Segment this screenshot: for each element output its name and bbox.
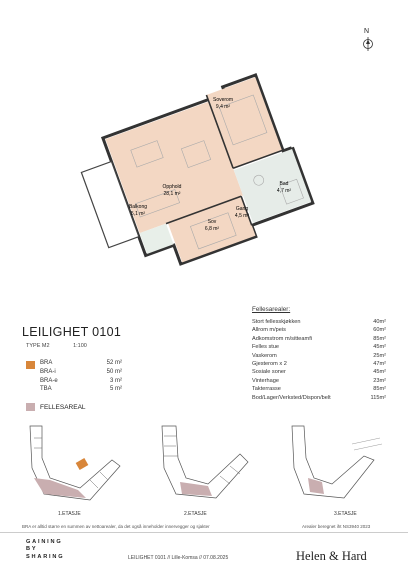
floor-label-3: 3.ETASJE [334,511,357,517]
area-name: Stort fellesskjøkken [252,319,301,325]
area-name: Vaskerom [252,352,277,359]
area-name: Sosiale soner [252,369,286,376]
area-value: 45m² [373,369,386,376]
area-value: 115m² [370,394,386,401]
legend-value: 52 m² [106,360,122,366]
legend-label: BRA [40,360,53,366]
room-label-opphold: Opphold [163,184,182,190]
list-item: Vinterhage 23m² [252,378,386,386]
room-label-soverom: Soverom [213,97,233,103]
fellesareal-label: FELLESAREAL [40,404,86,411]
architect-logo: Helen & Hard [296,549,367,563]
list-item: Bod/Lager/Verksted/Dispon/belt 115m² [252,395,386,403]
legend-label: BRA-e [40,377,58,384]
key-plan-floor-1 [29,425,121,501]
legend-row-bra: BRA 52 m² [26,360,122,369]
fellesareal-zone [308,478,324,494]
type-row: TYPE M2 1:100 [26,343,109,349]
room-area-opphold: 28,1 m² [164,191,181,197]
legend-row-bra-i: BRA-i 50 m² [26,369,122,378]
list-item: Gjesterom x 2 47m² [252,361,386,369]
area-name: Takterrasse [252,386,281,393]
legend-label: BRA-i [40,368,56,375]
footer-divider [0,532,408,533]
list-item: Takterrasse 85m² [252,386,386,394]
list-item: Adkomstrom m/sitteamfi 85m² [252,336,386,344]
list-item: Stort fellesskjøkken 40m² [252,319,386,327]
scale-label: 1:100 [73,343,87,349]
area-value: 40m² [373,319,386,325]
key-plan-floor-3 [291,425,383,499]
list-item: Felles stue 45m² [252,344,386,352]
area-name: Vinterhage [252,377,279,384]
apartment-title: LEILIGHET 0101 [22,325,122,339]
key-plan-floor-2 [161,425,249,499]
room-area-soverom: 9,4 m² [216,104,231,110]
room-label-sov: Sov [208,219,217,225]
area-name: Bod/Lager/Verksted/Dispon/belt [252,394,331,401]
room-area-balkong: 5,1 m² [131,211,146,217]
legend-value: 5 m² [110,386,122,393]
footer-info: LEILIGHET 0101 // Lille-Komsa // 07.08.2… [128,555,229,561]
common-areas-heading: Fellesarealer: [252,306,291,313]
bra-note: BRA er alltid større en summen av nettoa… [22,524,210,529]
brand-line: BY [26,546,38,553]
list-item: Allrom m/peis 60m² [252,327,386,335]
type-label: TYPE M2 [26,343,50,349]
area-value: 23m² [373,377,386,384]
area-name: Adkomstrom m/sitteamfi [252,335,312,342]
brand-logo: GAINING BY SHARING [26,539,64,561]
north-label: N [364,28,370,35]
regulation-note: Arealer beregnet iht NS3940 2023 [302,524,371,529]
room-area-gang: 4,5 m² [235,213,250,219]
room-label-balkong: Balkong [129,204,147,210]
area-name: Gjesterom x 2 [252,360,287,367]
fellesareal-swatch [26,403,35,411]
brand-line: SHARING [26,553,65,560]
room-label-gang: Gang [236,206,248,212]
legend-label: TBA [40,386,52,393]
hall-area [139,223,174,254]
bathroom-area [233,148,312,223]
room-label-bad: Bad [280,181,289,187]
fellesareal-zone [180,482,212,496]
legend-value: 3 m² [110,377,122,384]
bra-swatch [26,361,35,369]
area-name: Allrom m/peis [252,327,286,334]
fellesareal-zone [34,478,86,498]
brand-line: GAINING [26,539,63,545]
floor-plan: Soverom 9,4 m² Opphold 28,1 m² Bad 4,7 m… [80,73,315,266]
area-value: 25m² [373,352,386,359]
north-arrow-icon [363,37,373,51]
living-area [105,101,244,234]
room-area-sov: 6,8 m² [205,226,220,232]
small-bedroom-area [167,196,256,263]
area-value: 85m² [373,386,386,393]
legend-row-tba: TBA 5 m² [26,386,122,395]
legend-row-bra-e: BRA-e 3 m² [26,378,122,387]
area-value: 45m² [373,344,386,351]
area-legend: BRA 52 m² BRA-i 50 m² BRA-e 3 m² TBA 5 m… [26,360,122,395]
floor-label-2: 2.ETASJE [184,511,207,517]
room-area-bad: 4,7 m² [277,188,292,194]
area-value: 85m² [373,335,386,342]
area-name: Felles stue [252,344,280,351]
list-item: Sosiale soner 45m² [252,369,386,377]
apartment-marker [75,458,89,470]
floor-label-1: 1.ETASJE [58,511,81,517]
legend-value: 50 m² [106,368,122,375]
area-value: 60m² [373,327,386,334]
balcony [80,160,140,249]
list-item: Vaskerom 25m² [252,353,386,361]
area-value: 47m² [373,360,386,367]
